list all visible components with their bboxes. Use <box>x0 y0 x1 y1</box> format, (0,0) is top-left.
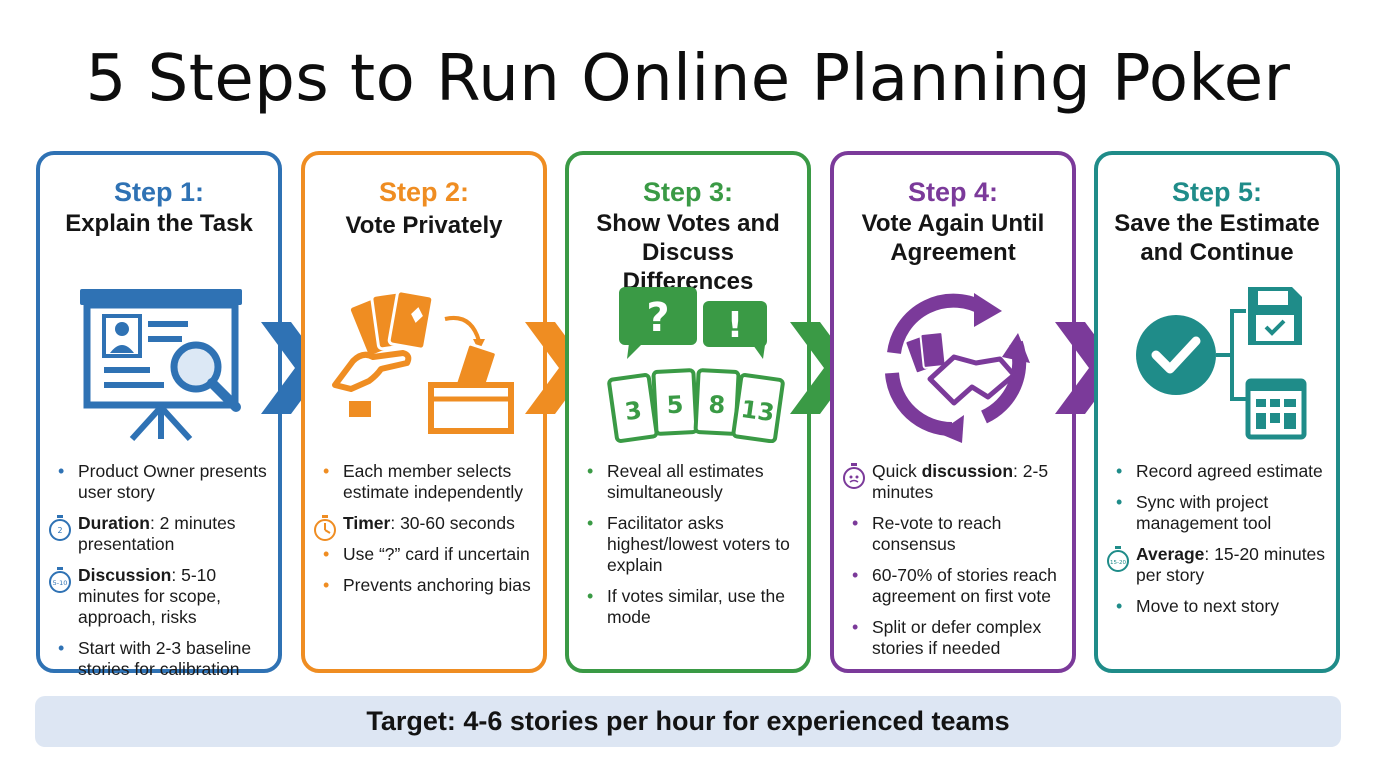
step-1-title: Explain the Task <box>65 210 253 237</box>
step-4-bullets: Quick discussion: 2-5 minutes •Re-vote t… <box>843 461 1064 669</box>
list-item: 15-20 Average: 15-20 minutes per story <box>1107 544 1328 586</box>
list-item: •Facilitator asks highest/lowest voters … <box>587 513 790 575</box>
step-5-bullets: •Record agreed estimate •Sync with proje… <box>1107 461 1328 627</box>
list-item: •Record agreed estimate <box>1116 461 1323 481</box>
list-item: •If votes similar, use the mode <box>587 586 785 627</box>
step-1-number: Step 1: <box>113 177 205 207</box>
speech-bubbles-cards-icon: ? ! 3 5 8 13 <box>607 287 785 443</box>
step-2-title: Vote Privately <box>345 212 503 239</box>
page-title: 5 Steps to Run Online Planning Poker <box>85 42 1291 116</box>
list-item: •Product Owner presents user story <box>58 461 267 502</box>
list-item: •Re-vote to reach consensus <box>852 513 1002 554</box>
svg-text:5-10: 5-10 <box>53 579 68 587</box>
step-5-title: Save the Estimate and Continue <box>1114 210 1320 266</box>
stopwatch-icon <box>843 463 865 489</box>
step-4-title: Vote Again Until Agreement <box>861 210 1045 266</box>
step-1-card: Step 1: Explain the Task •Product Owner … <box>36 151 282 679</box>
stopwatch-icon <box>314 515 336 541</box>
step-5-number: Step 5: <box>1171 177 1263 207</box>
list-item: •Each member selects estimate independen… <box>323 461 523 502</box>
step-2-bullets: •Each member selects estimate independen… <box>314 461 535 606</box>
step-4-card: Step 4: Vote Again Until Agreement Quick… <box>830 151 1076 673</box>
list-item: •Move to next story <box>1116 596 1279 616</box>
list-item: •Reveal all estimates simultaneously <box>587 461 764 502</box>
list-item: •Split or defer complex stories if neede… <box>852 617 1042 658</box>
timer-icon: 2 <box>49 515 71 541</box>
svg-text:3: 3 <box>623 396 643 426</box>
list-item: •Prevents anchoring bias <box>323 575 531 595</box>
list-item: Quick discussion: 2-5 minutes <box>843 461 1064 503</box>
step-5-card: Step 5: Save the Estimate and Continue •… <box>1094 151 1340 673</box>
svg-text:!: ! <box>727 305 743 346</box>
step-2-number: Step 2: <box>378 177 470 207</box>
step-1-bullets: •Product Owner presents user story 2 Dur… <box>49 461 270 690</box>
step-2-card: Step 2: Vote Privately •Each member sele… <box>301 151 547 673</box>
step-3-number: Step 3: <box>642 177 734 207</box>
list-item: Timer: 30-60 seconds <box>314 513 535 541</box>
list-item: 2 Duration: 2 minutes presentation <box>49 513 270 555</box>
check-save-board-icon <box>1136 287 1307 440</box>
step-3-bullets: •Reveal all estimates simultaneously •Fa… <box>581 461 799 638</box>
list-item: •Start with 2-3 baseline stories for cal… <box>58 638 252 679</box>
timer-icon: 15-20 <box>1107 546 1129 572</box>
svg-text:8: 8 <box>708 391 726 420</box>
target-banner: Target: 4-6 stories per hour for experie… <box>35 696 1341 747</box>
step-4-number: Step 4: <box>907 177 999 207</box>
svg-text:15-20: 15-20 <box>1110 560 1126 566</box>
list-item: •Sync with project management tool <box>1116 492 1272 533</box>
svg-text:5: 5 <box>666 391 684 420</box>
step-3-card: Step 3: Show Votes and Discuss Differenc… <box>565 151 811 673</box>
svg-text:2: 2 <box>57 526 62 535</box>
list-item: •Use “?” card if uncertain <box>323 544 530 564</box>
list-item: 5-10 Discussion: 5-10 minutes for scope,… <box>49 565 270 628</box>
presentation-board-icon <box>80 289 242 442</box>
svg-text:13: 13 <box>739 395 776 427</box>
svg-text:?: ? <box>646 295 669 341</box>
hand-cards-ballot-icon <box>332 289 514 434</box>
timer-icon: 5-10 <box>49 567 71 593</box>
cycle-handshake-icon <box>885 293 1030 443</box>
step-3-title: Show Votes and Discuss Differences <box>596 210 780 295</box>
list-item: •60-70% of stories reach agreement on fi… <box>852 565 1057 606</box>
